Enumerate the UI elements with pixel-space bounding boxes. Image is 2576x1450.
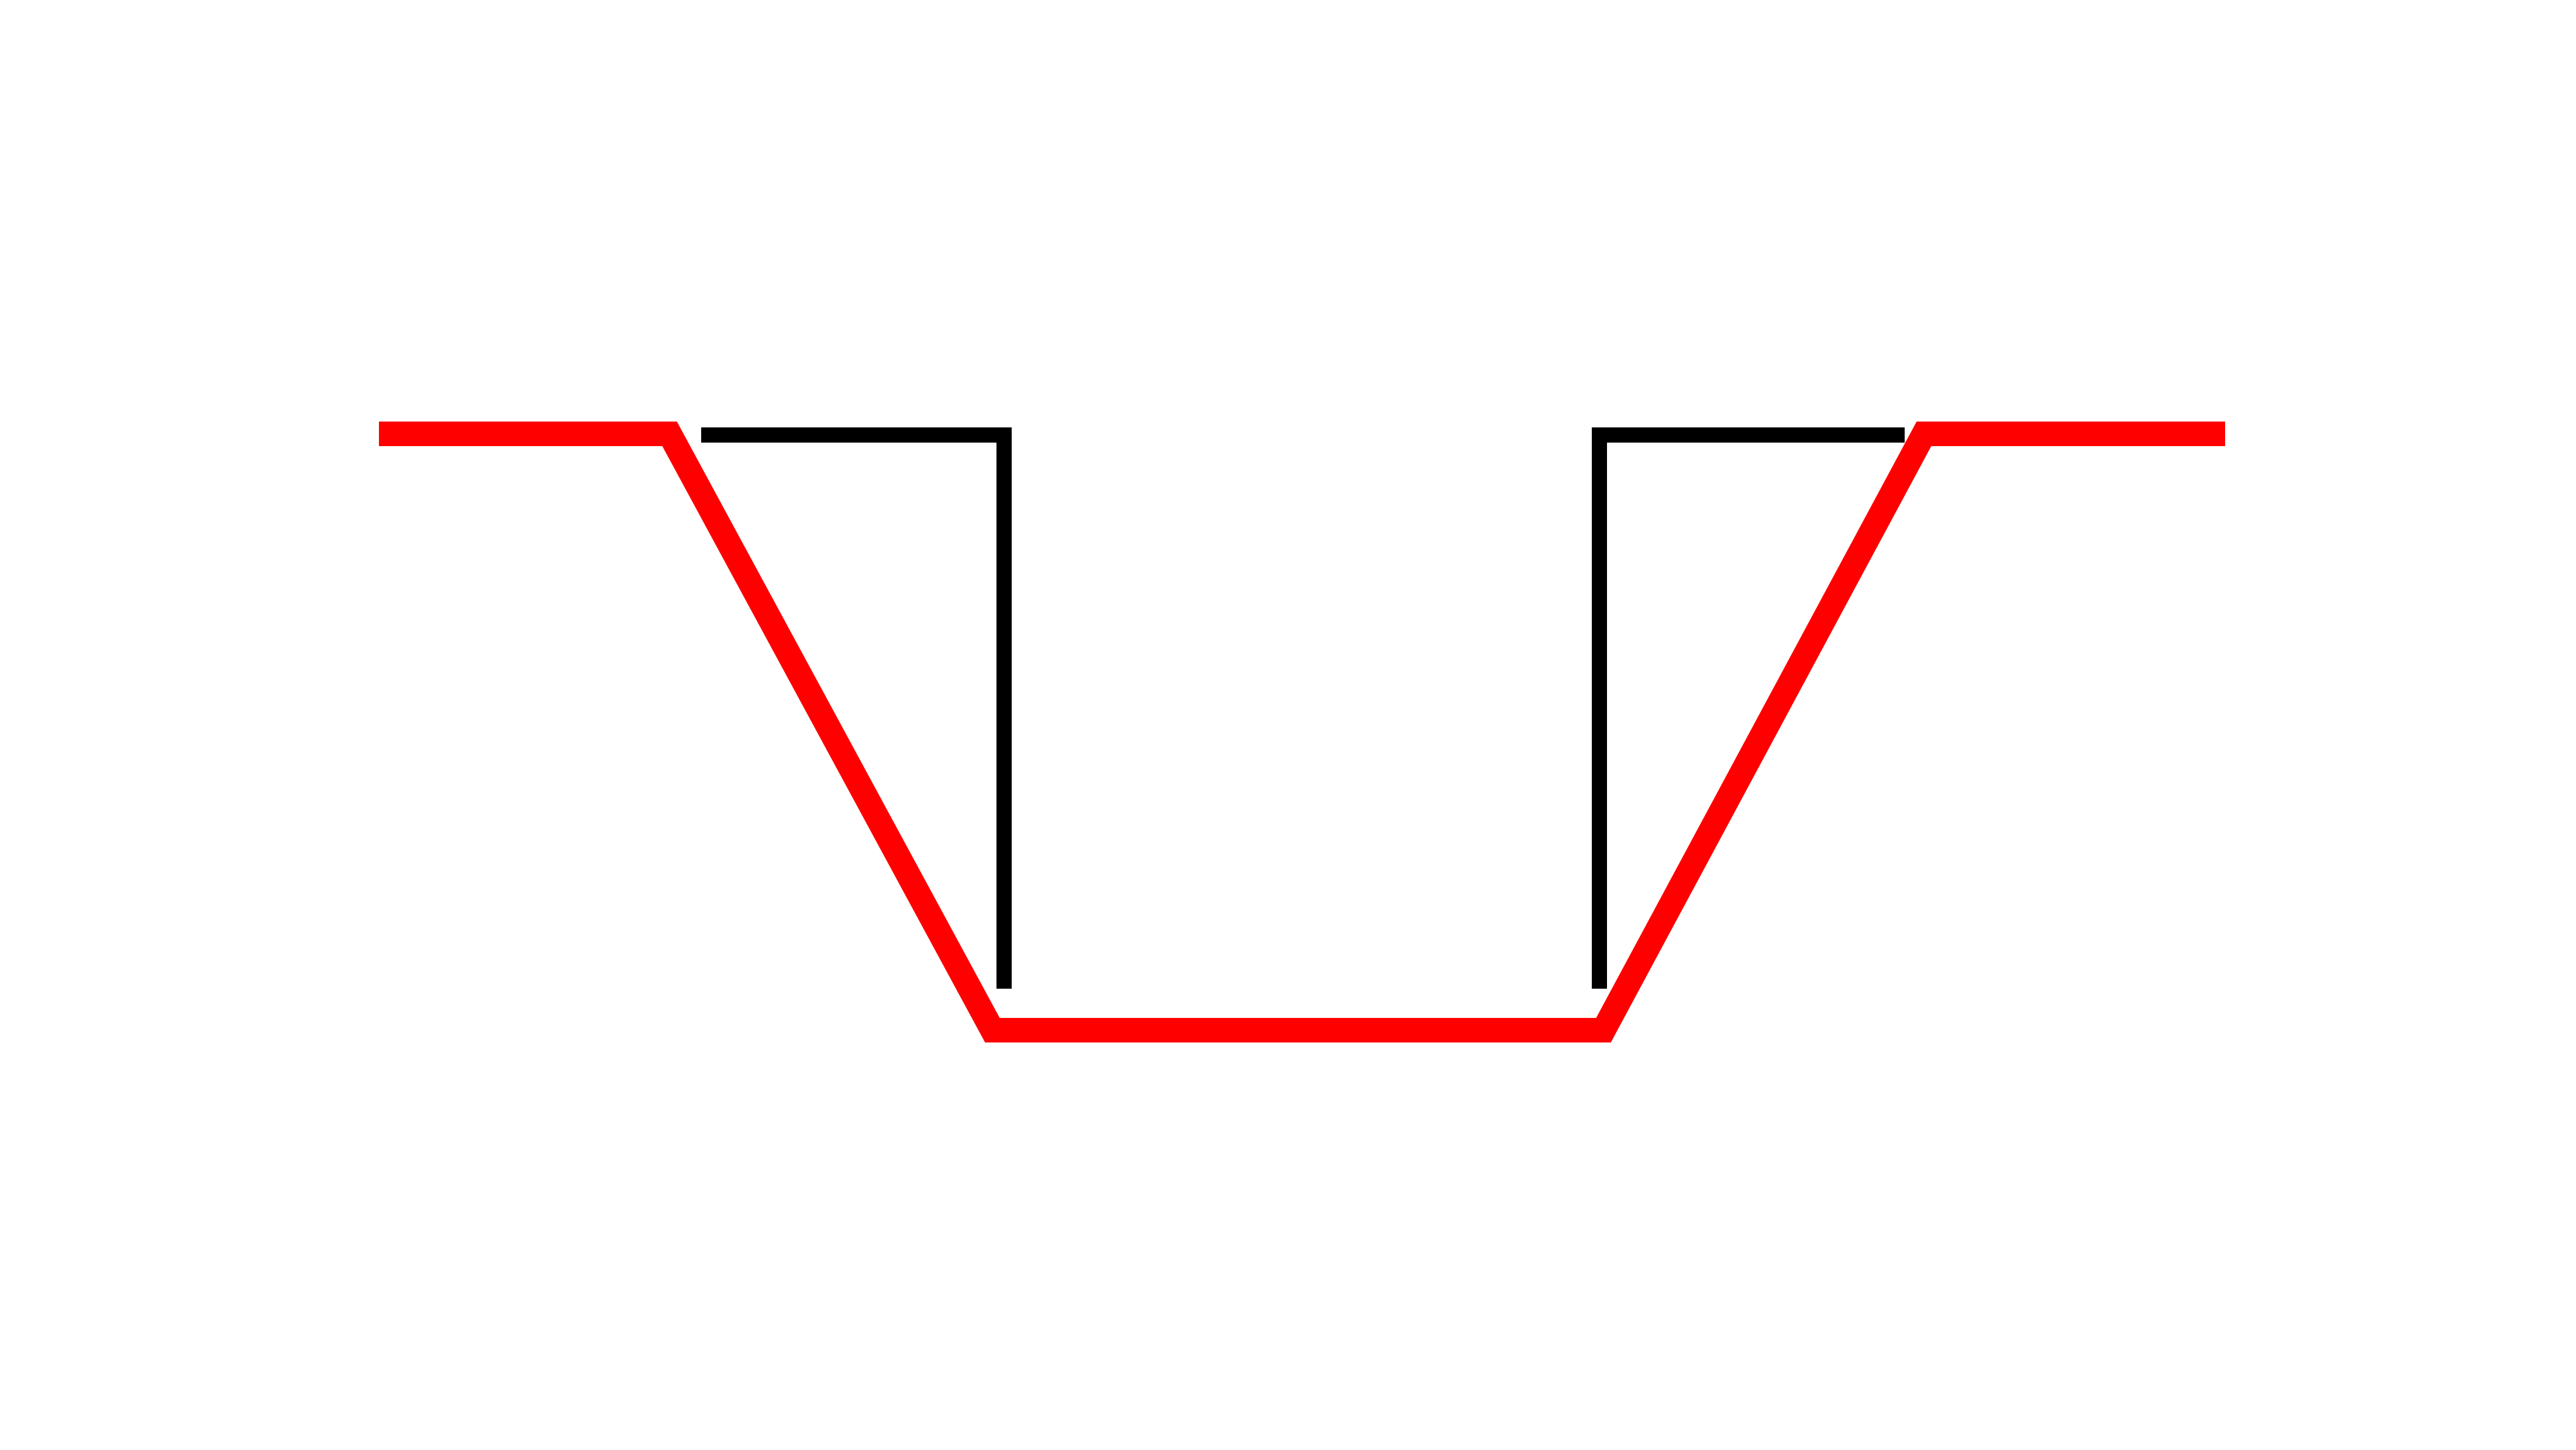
left-black-bracket [701, 427, 1012, 989]
red-profile-line [379, 422, 2225, 1042]
right-black-bracket [1592, 427, 1905, 989]
